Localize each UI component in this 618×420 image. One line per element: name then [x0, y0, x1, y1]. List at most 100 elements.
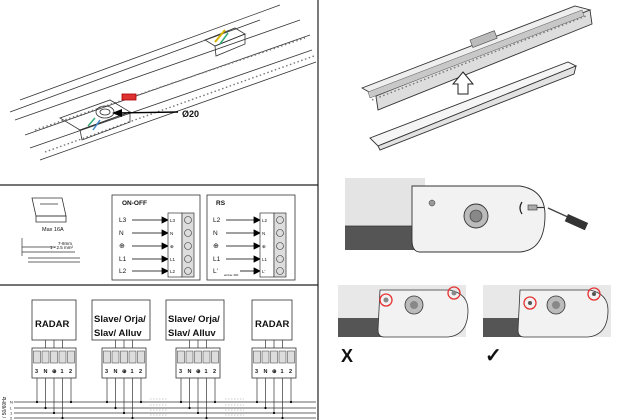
terminal-label: N: [114, 369, 118, 375]
terminal-slot: [287, 350, 295, 364]
onoff-terminal-3: ⊕: [170, 244, 174, 249]
junction-dot: [105, 400, 109, 404]
module-box: [91, 299, 151, 341]
terminal-label: 3: [105, 369, 108, 375]
onoff-row-1: L3: [119, 217, 127, 224]
onoff-box: ON-OFF L3 N ⊕ L1 L2 L3 N ⊕ L1 L2: [111, 194, 201, 281]
onoff-row-3: ⊕: [119, 243, 125, 250]
module-label: Slav/ Alluv: [94, 328, 142, 339]
terminal-slot: [120, 350, 128, 364]
terminal-slot: [103, 350, 111, 364]
junction-dot: [52, 411, 56, 415]
junction-dot: [114, 406, 117, 410]
terminal-slot: [177, 350, 185, 364]
junction-dot: [139, 400, 143, 404]
screw-icon: [527, 204, 544, 211]
junction-dot: [179, 400, 183, 404]
hole-arrow: [112, 109, 179, 117]
junction-dot: [196, 411, 200, 415]
onoff-terminal-5: L2: [170, 269, 176, 274]
onoff-row-5: L2: [119, 268, 127, 275]
wire-section-label: 1 - 2.5 mm²: [50, 245, 74, 250]
terminal-label: ⊕: [272, 369, 277, 375]
terminal-label: 1: [281, 369, 284, 375]
onoff-row-4: L1: [119, 256, 127, 263]
fuse-label: Max 16A: [42, 227, 64, 233]
module-box: [31, 299, 77, 341]
diffuser-cover: [369, 61, 578, 151]
terminal-slot: [41, 350, 50, 364]
bus-line-label: 2: [10, 416, 13, 420]
fixture-housing-drawing: [9, 4, 317, 161]
junction-dot: [69, 400, 73, 404]
rs-row-4: L1: [213, 256, 221, 263]
terminal-label: 1: [131, 369, 134, 375]
fuse-box-drawing: [31, 197, 67, 223]
junction-dot: [44, 406, 47, 410]
module-box: [165, 299, 225, 341]
terminal-label: N: [264, 369, 268, 375]
rs-terminal-3: ⊕: [262, 244, 266, 249]
terminal-label: N: [188, 369, 192, 375]
junction-dot: [255, 400, 259, 404]
terminal-slot: [278, 350, 287, 364]
rs-title: RS: [216, 200, 226, 207]
onoff-title: ON-OFF: [122, 200, 147, 207]
rs-row-2: N: [213, 230, 218, 237]
junction-dot: [272, 411, 276, 415]
correct-end-cap: [483, 285, 611, 338]
terminal-label: 2: [213, 369, 216, 375]
rs-row-5: L': [213, 268, 218, 275]
hole-diameter-label: Ø20: [182, 109, 199, 119]
luminaire-body: [360, 5, 593, 111]
terminal-label: ⊕: [52, 369, 57, 375]
junction-dot: [131, 416, 134, 420]
terminal-label: N: [44, 369, 48, 375]
terminal-label: 1: [205, 369, 208, 375]
terminal-label: 3: [255, 369, 258, 375]
junction-dot: [35, 400, 39, 404]
terminal-slot: [67, 350, 75, 364]
onoff-terminal-1: L3: [170, 218, 176, 223]
rs-terminal-5: L': [262, 269, 266, 274]
terminal-label: ⊕: [122, 369, 127, 375]
rs-terminal-4: L1: [262, 257, 268, 262]
terminal-slot: [128, 350, 137, 364]
screwdriver-icon: [547, 207, 589, 231]
terminal-label: 1: [61, 369, 64, 375]
terminal-slot: [185, 350, 194, 364]
rs-terminal-1: L2: [262, 218, 268, 223]
module-label: RADAR: [255, 319, 289, 330]
end-cap-assembly: [345, 178, 546, 253]
terminal-slot: [137, 350, 145, 364]
terminal-slot: [33, 350, 41, 364]
terminal-label: 3: [179, 369, 182, 375]
bus-line-label: 1: [10, 411, 13, 416]
rs-row-3: ⊕: [213, 243, 219, 250]
terminal-slot: [270, 350, 278, 364]
wrong-mark: X: [341, 346, 353, 366]
terminal-slot: [111, 350, 120, 364]
wire-strip-drawing: [21, 238, 80, 263]
bus-line-label: N: [10, 400, 13, 405]
rs-row-1: L2: [213, 217, 221, 224]
correct-mark: ✓: [485, 345, 502, 367]
onoff-row-2: N: [119, 230, 124, 237]
terminal-label: 3: [35, 369, 38, 375]
terminal-label: 2: [139, 369, 142, 375]
module-label: Slave/ Orja/: [94, 314, 146, 325]
terminal-slot: [211, 350, 219, 364]
junction-dot: [122, 411, 126, 415]
terminal-label: 2: [289, 369, 292, 375]
strip-length-label: 7-8mm: [58, 241, 72, 246]
terminal-slot: [253, 350, 261, 364]
wrong-end-cap: [338, 285, 469, 338]
onoff-terminal-2: N: [170, 231, 173, 236]
terminal-slot: [58, 350, 67, 364]
rs-terminal-2: N: [262, 231, 265, 236]
terminal-slot: [194, 350, 202, 364]
module-box: [251, 299, 293, 341]
rs-small-note: amber 400: [224, 273, 239, 277]
